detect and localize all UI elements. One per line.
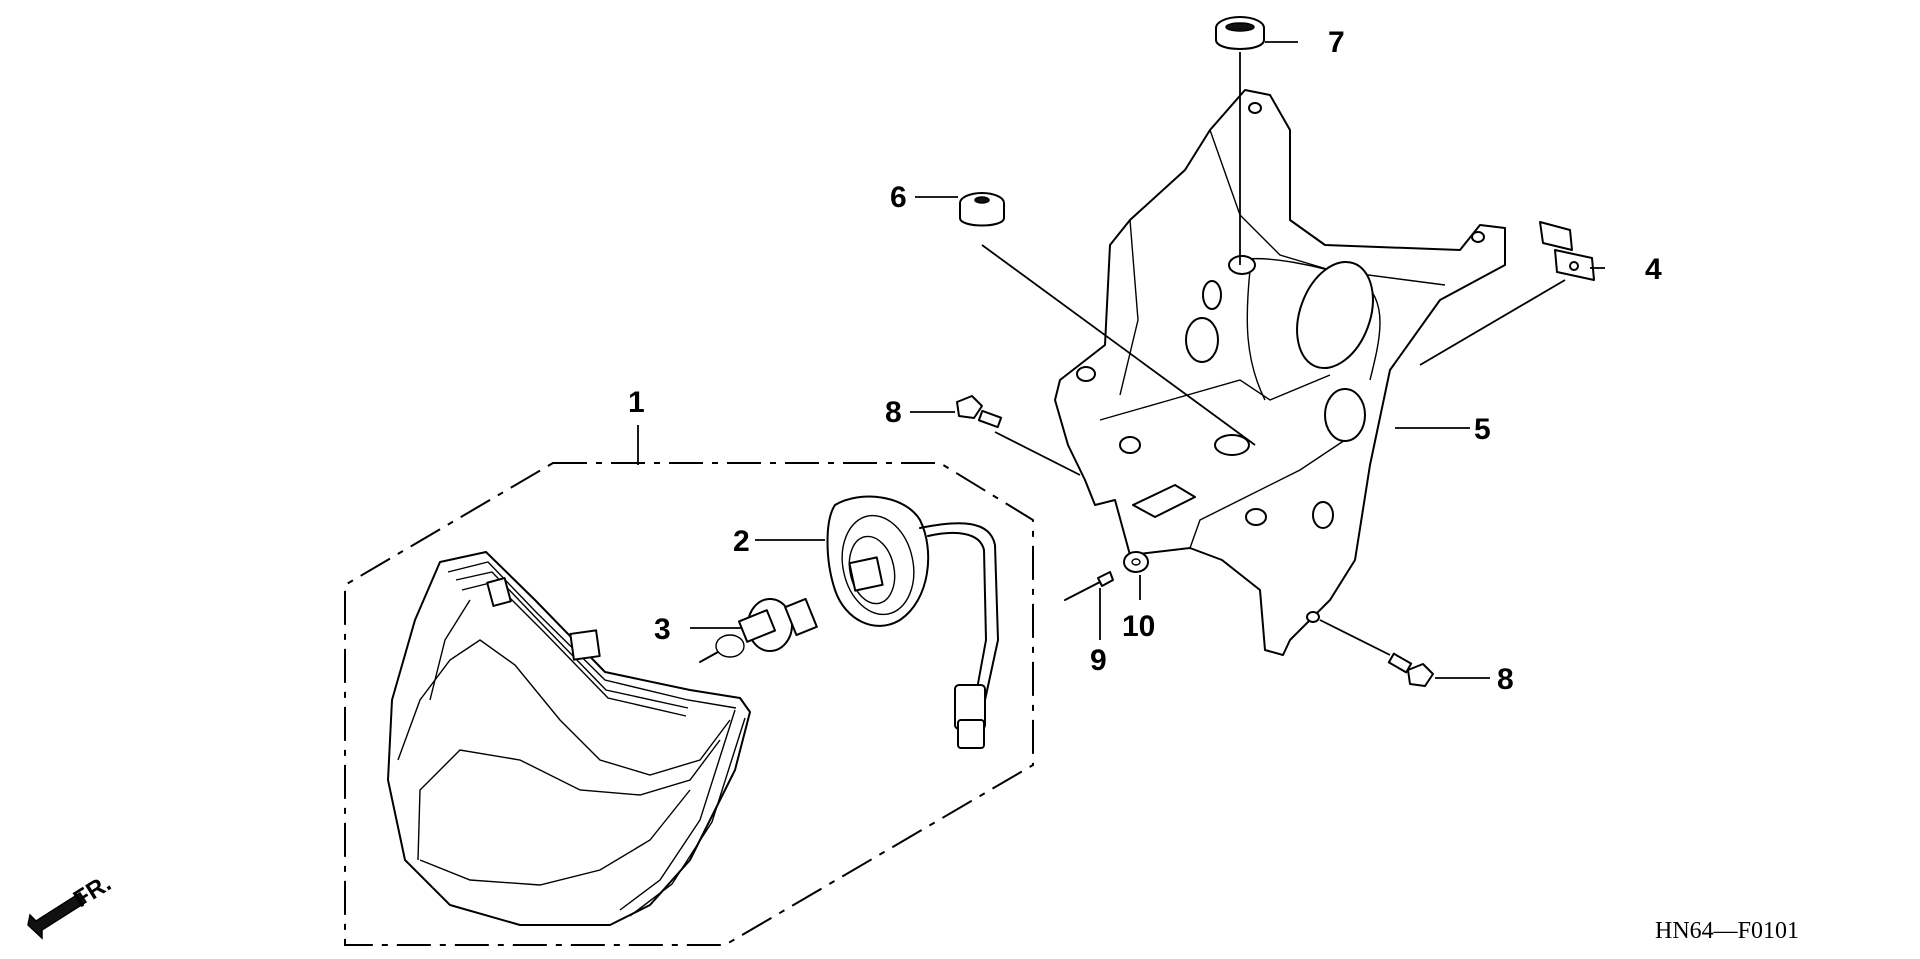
bolt-8-upper — [956, 395, 1003, 429]
bolt-8-lower — [1387, 652, 1434, 687]
socket — [826, 495, 999, 749]
callout-6: 6 — [890, 181, 907, 214]
callout-4: 4 — [1645, 253, 1662, 286]
diagram-code: HN64—F0101 — [1655, 918, 1799, 944]
grommet-6 — [959, 192, 1005, 227]
grommet-7 — [1215, 16, 1265, 50]
rivet-9 — [1064, 571, 1114, 601]
leader-lines — [637, 41, 1605, 679]
callout-1: 1 — [628, 386, 645, 419]
callout-9: 9 — [1090, 644, 1107, 677]
callout-3: 3 — [654, 613, 671, 646]
callout-8-upper: 8 — [885, 396, 902, 429]
callout-5: 5 — [1474, 413, 1491, 446]
washer-10 — [1123, 551, 1149, 573]
callout-2: 2 — [733, 525, 750, 558]
callout-10: 10 — [1122, 610, 1155, 643]
headlight-case — [1054, 89, 1506, 656]
clip-4 — [1539, 221, 1595, 281]
callout-8-lower: 8 — [1497, 663, 1514, 696]
headlight-unit — [387, 551, 751, 926]
front-arrow-icon — [27, 891, 88, 940]
headlight-bulb — [699, 597, 818, 663]
callout-7: 7 — [1328, 26, 1345, 59]
